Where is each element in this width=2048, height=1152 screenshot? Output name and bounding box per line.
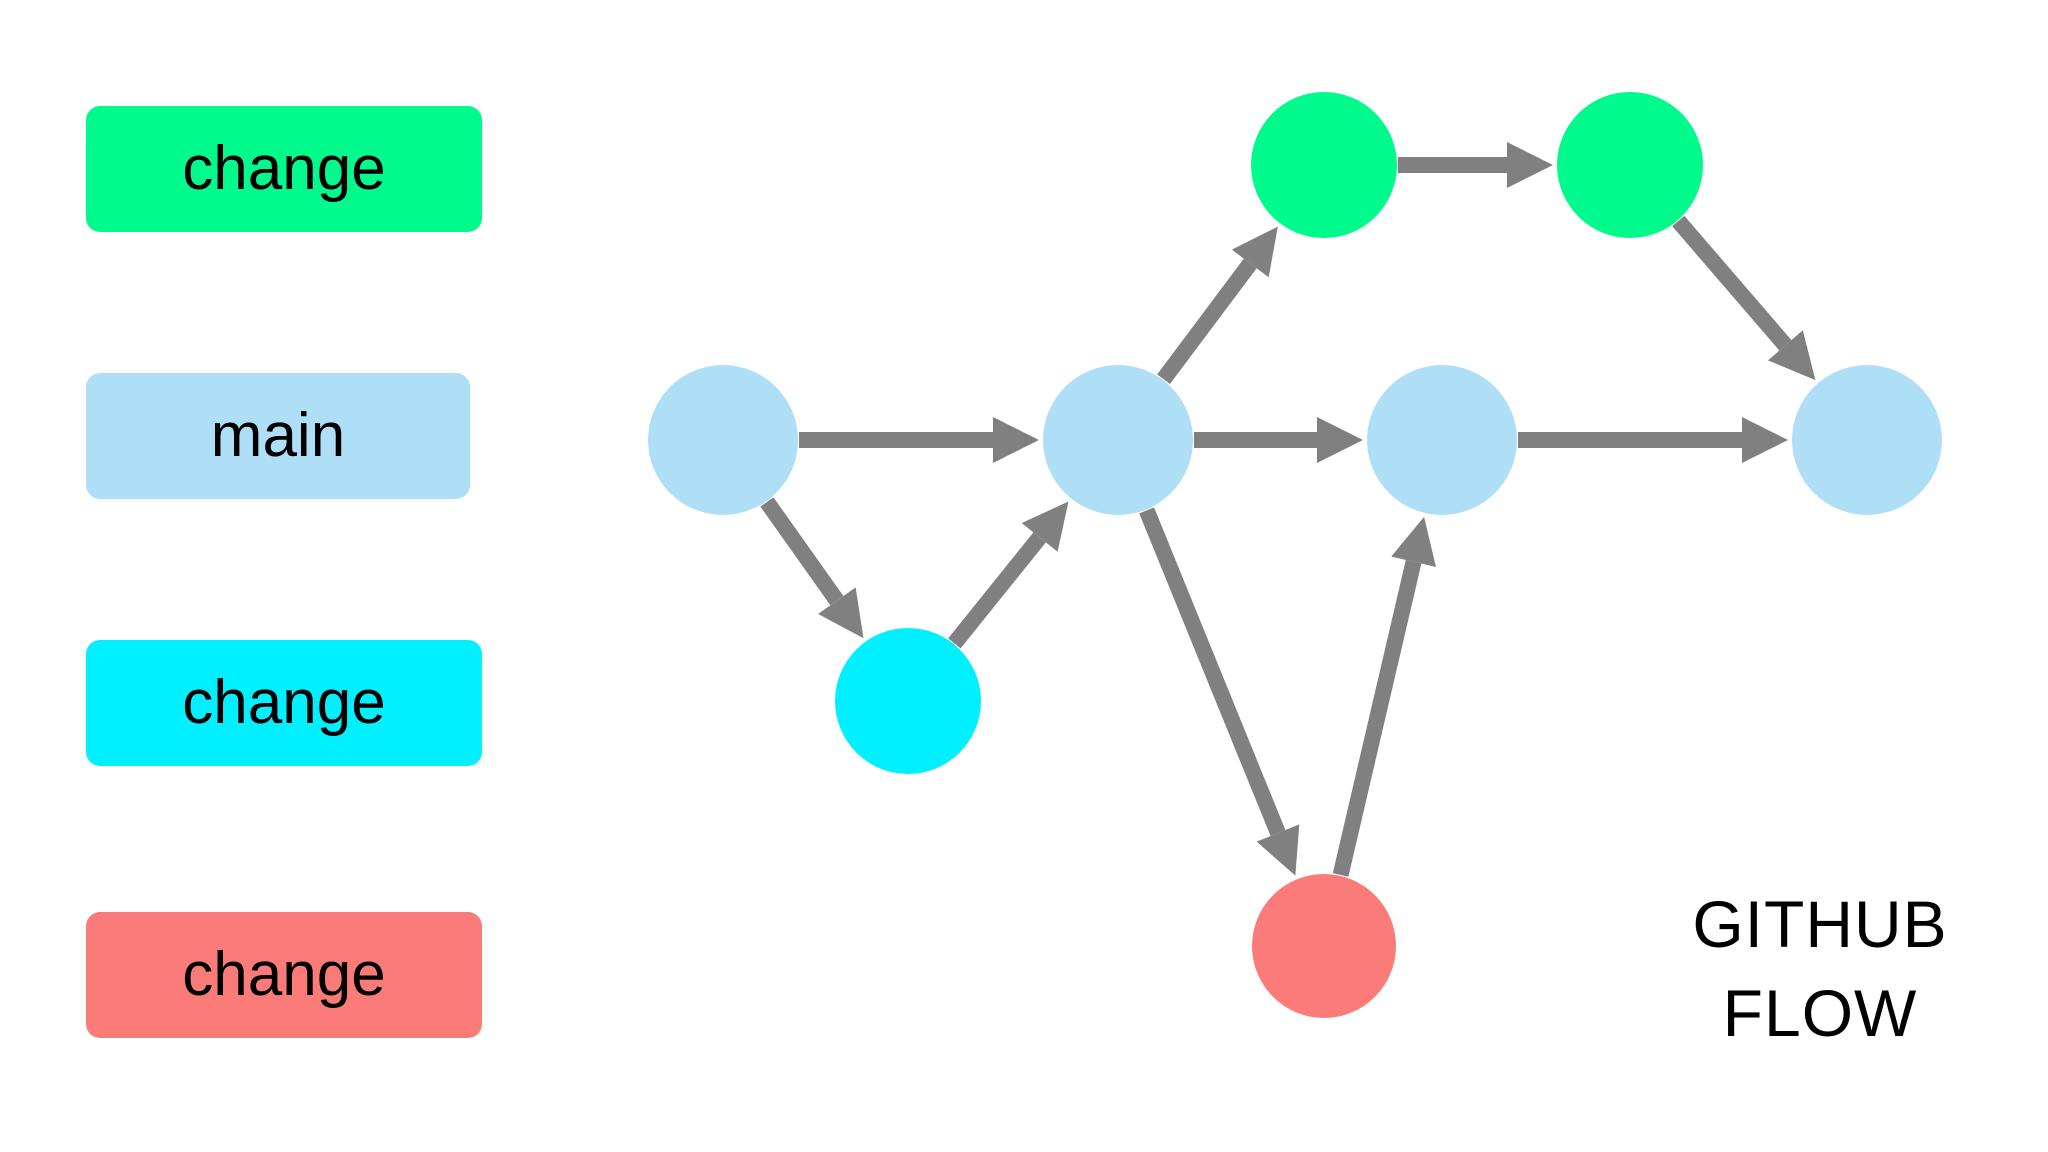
legend-item-change-red[interactable]: change [86, 912, 482, 1038]
edge-red1-main3-shaft [1332, 559, 1422, 877]
edge-main2-red1-shaft [1139, 507, 1286, 837]
edge-green1-green2-arrowhead-icon [1507, 142, 1553, 188]
edge-main1-main2 [799, 417, 1039, 463]
branch-legend: change main change change [0, 0, 560, 1152]
edge-red1-main3 [1332, 516, 1437, 877]
edge-main1-main2-arrowhead-icon [993, 417, 1039, 463]
edge-main3-main4 [1518, 417, 1788, 463]
diagram-caption: GITHUB FLOW [1660, 880, 1980, 1058]
edge-main2-green1-shaft [1157, 258, 1257, 384]
edge-green1-green2 [1398, 142, 1553, 188]
graph-node-red-1[interactable] [1252, 874, 1396, 1018]
edge-main2-red1 [1139, 507, 1300, 876]
edge-main2-main3-arrowhead-icon [1317, 417, 1363, 463]
edge-green2-main4 [1672, 215, 1816, 381]
caption-line-2: FLOW [1722, 976, 1918, 1051]
edge-cyan1-main2 [948, 501, 1069, 649]
legend-item-main[interactable]: main [86, 373, 470, 499]
edge-main2-green1 [1157, 226, 1278, 384]
legend-item-label: change [182, 940, 386, 1009]
edge-main1-cyan1 [760, 497, 864, 639]
graph-node-green-1[interactable] [1251, 92, 1397, 238]
edge-main2-red1-arrowhead-icon [1256, 824, 1300, 876]
graph-node-main-1[interactable] [648, 365, 798, 515]
edge-green2-main4-arrowhead-icon [1767, 330, 1816, 381]
graph-node-main-3[interactable] [1367, 365, 1517, 515]
graph-node-main-2[interactable] [1043, 365, 1193, 515]
edge-main2-main3 [1194, 417, 1363, 463]
legend-item-label: change [182, 134, 386, 203]
legend-item-change-green[interactable]: change [86, 106, 482, 232]
edge-main3-main4-arrowhead-icon [1742, 417, 1788, 463]
edge-main2-green1-arrowhead-icon [1231, 226, 1278, 278]
edge-main1-cyan1-shaft [760, 497, 844, 606]
edge-cyan1-main2-shaft [948, 532, 1046, 649]
legend-item-change-cyan[interactable]: change [86, 640, 482, 766]
graph-node-main-4[interactable] [1792, 365, 1942, 515]
legend-item-label: main [210, 401, 346, 470]
legend-item-label: change [182, 668, 386, 737]
graph-node-cyan-1[interactable] [835, 628, 981, 774]
edge-red1-main3-arrowhead-icon [1391, 516, 1437, 567]
edge-cyan1-main2-arrowhead-icon [1021, 501, 1069, 552]
caption-line-1: GITHUB [1692, 887, 1948, 961]
edge-group [760, 142, 1816, 877]
edge-main1-cyan1-arrowhead-icon [818, 587, 864, 639]
graph-node-green-2[interactable] [1557, 92, 1703, 238]
edge-green2-main4-shaft [1672, 215, 1792, 351]
